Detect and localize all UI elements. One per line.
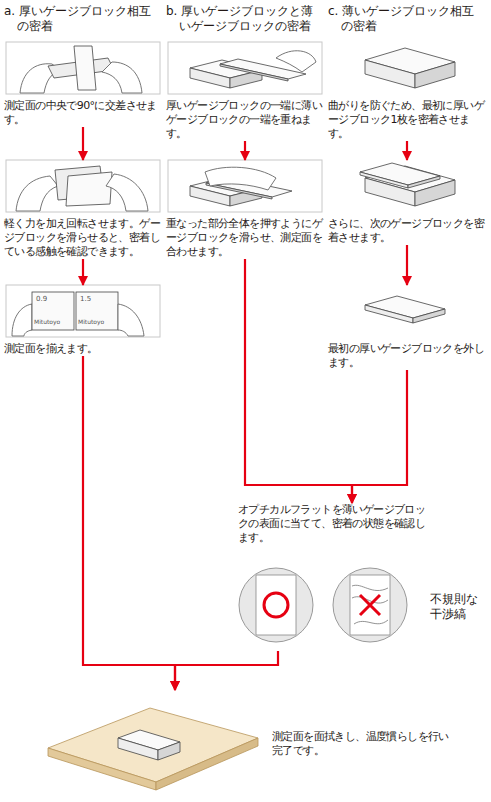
thick-block xyxy=(365,48,455,88)
surface-plate xyxy=(48,708,258,790)
step-caption: 測定面を面拭きし、温度慣らしを行い完了です。 xyxy=(272,730,450,758)
step-box: 曲がりを防ぐため、最初に厚いゲージブロック1枚を密着させます。 xyxy=(328,42,486,141)
flow-arrow xyxy=(352,370,407,503)
ng-mark xyxy=(360,595,380,615)
step-caption: 重なった部分全体を押すようにゲージブロックを滑らせ、測定面を合わせます。 xyxy=(166,217,324,259)
step-caption: 軽く力を加え回転させます。ゲージブロックを滑らせると、密着している感触を確認でき… xyxy=(4,217,162,259)
interference-fringe xyxy=(352,585,388,624)
ok-fringe xyxy=(239,568,313,642)
flow-arrow xyxy=(245,259,352,503)
aligned-blocks xyxy=(12,292,144,336)
block-side xyxy=(190,68,230,88)
flow-arrow xyxy=(406,245,408,285)
step-box: 最初の厚いゲージブロックを外します。 xyxy=(328,285,486,370)
hand xyxy=(118,304,144,336)
block-side xyxy=(118,738,158,760)
column-heading: b. 厚いゲージブロックと薄いゲージブロックの密着 xyxy=(166,4,324,34)
gauge-block xyxy=(32,292,74,330)
step-box: 測定面の中央で90°に交差させます。 xyxy=(4,42,162,127)
step-caption: 最初の厚いゲージブロックを外します。 xyxy=(328,342,486,370)
flow-arrow xyxy=(175,651,278,690)
flow-arrow xyxy=(82,127,84,160)
flow-arrow xyxy=(244,141,246,160)
hand xyxy=(12,304,32,336)
step-caption: 曲がりを防ぐため、最初に厚いゲージブロック1枚を密着させます。 xyxy=(328,99,486,141)
hand xyxy=(106,174,148,211)
step-caption: オプチカルフラットを薄いゲージブロックの表面に当てて、密着の状態を確認します。 xyxy=(238,503,430,545)
flow-arrow xyxy=(83,356,175,690)
flow-arrow xyxy=(406,141,408,160)
photo-frame xyxy=(168,42,322,94)
flow-arrow xyxy=(82,259,84,285)
gauge-block xyxy=(66,172,112,206)
hand xyxy=(16,176,58,211)
column-heading: c. 薄いゲージブロック相互の密着 xyxy=(328,4,486,34)
ok-mark xyxy=(264,593,288,617)
annotation-label: 0.9 xyxy=(36,295,47,304)
ng-fringe xyxy=(333,568,407,642)
stacked-blocks xyxy=(360,163,455,206)
thin-block-edge xyxy=(360,172,408,188)
block-side xyxy=(365,60,415,88)
gauge-block xyxy=(74,46,96,90)
view-circle xyxy=(239,568,313,642)
gauge-block xyxy=(76,292,118,330)
overlap-blocks xyxy=(190,51,316,88)
step-caption: さらに、次のゲージブロックを密着させます。 xyxy=(328,217,486,245)
plate-side xyxy=(156,738,258,790)
step-box: 測定面を面拭きし、温度慣らしを行い完了です。 xyxy=(40,690,480,790)
step-caption: 測定面を揃えます。 xyxy=(4,342,162,356)
step-caption: 厚いゲージブロックの一端に薄いゲージブロックの一端を重ねます。 xyxy=(166,99,324,141)
sliding-blocks xyxy=(190,167,292,206)
view-circle xyxy=(333,568,407,642)
block-face xyxy=(350,575,390,635)
block-face xyxy=(256,575,296,635)
rotating-blocks xyxy=(16,166,148,211)
annotation-label: 1.5 xyxy=(80,295,91,304)
hand xyxy=(276,51,316,72)
annotation-label: Mitutoyo xyxy=(78,318,104,326)
photo-frame xyxy=(168,160,322,212)
block-side xyxy=(158,742,180,760)
step-box: 厚いゲージブロックの一端に薄いゲージブロックの一端を重ねます。 xyxy=(166,42,324,141)
step-box: 重なった部分全体を押すようにゲージブロックを滑らせ、測定面を合わせます。 xyxy=(166,160,324,259)
block-side xyxy=(415,62,455,88)
step-box: 軽く力を加え回転させます。ゲージブロックを滑らせると、密着している感触を確認でき… xyxy=(4,160,162,259)
step-box: オプチカルフラットを薄いゲージブロックの表面に当てて、密着の状態を確認します。 xyxy=(238,503,430,651)
photo-frame xyxy=(6,42,160,94)
plate-top xyxy=(48,708,258,782)
photo-frame xyxy=(6,160,160,212)
hand xyxy=(102,62,142,93)
thin-block-pair xyxy=(365,296,445,323)
step-box: さらに、次のゲージブロックを密着させます。 xyxy=(328,160,486,245)
photo-frame xyxy=(6,285,160,337)
annotation-label: Mitutoyo xyxy=(34,318,60,326)
hand xyxy=(205,167,276,190)
column-heading: a. 厚いゲージブロック相互の密着 xyxy=(4,4,162,34)
step-caption: 測定面の中央で90°に交差させます。 xyxy=(4,99,162,127)
thin-block-edge xyxy=(220,64,288,81)
thin-block-edge xyxy=(413,309,445,323)
crossing-blocks xyxy=(20,46,142,93)
thin-block-edge xyxy=(365,305,413,323)
thin-block-edge xyxy=(408,176,440,188)
annotation-label: 不規則な干渉縞 xyxy=(430,592,482,622)
